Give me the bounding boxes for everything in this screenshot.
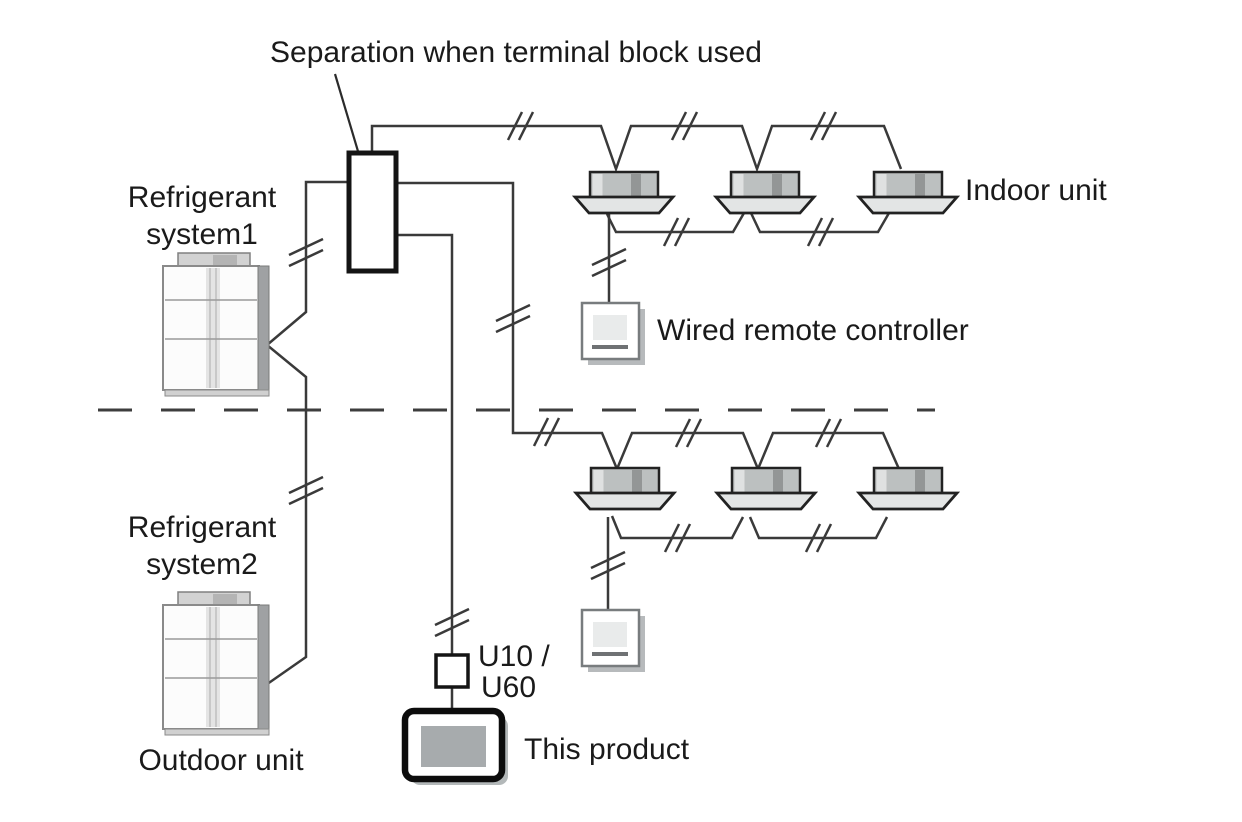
wire-break-mark-icon — [591, 247, 627, 267]
u10-u60-connector-icon — [434, 653, 470, 689]
wire-break-mark-icon — [288, 475, 324, 495]
indoor-unit-label: Indoor unit — [965, 174, 1107, 207]
wire-row2-feed — [396, 181, 901, 473]
wire-break-mark-icon — [820, 111, 838, 141]
separation-leader-line — [333, 73, 362, 159]
wire-break-mark-icon — [590, 561, 626, 581]
connector-label-line1: U10 / — [478, 640, 550, 673]
indoor-cassette-unit-icon — [857, 466, 959, 511]
wire-break-mark-icon — [434, 618, 470, 638]
wire-row1-feed — [370, 124, 903, 173]
wire-break-mark-icon — [495, 303, 531, 323]
wire-break-mark-icon — [674, 418, 692, 448]
wire-row1-link-2-3 — [749, 212, 891, 234]
indoor-cassette-unit-icon — [857, 170, 959, 215]
touch-controller-product-icon — [401, 707, 508, 785]
outdoor-unit-icon — [162, 591, 270, 736]
wire-break-mark-icon — [817, 217, 835, 247]
wire-break-mark-icon — [663, 523, 681, 553]
wire-break-mark-icon — [495, 314, 531, 334]
wire-break-mark-icon — [670, 111, 688, 141]
wire-break-mark-icon — [517, 111, 535, 141]
outdoor-unit-icon — [162, 252, 270, 397]
connector-label-line2: U60 — [481, 671, 536, 704]
wire-break-marks — [288, 111, 843, 638]
refrigerant-system2-label-line2: system2 — [146, 548, 258, 581]
wire-break-mark-icon — [288, 248, 324, 268]
wire-break-mark-icon — [662, 217, 680, 247]
wire-break-mark-icon — [809, 111, 827, 141]
refrigerant-system1-label-line2: system1 — [146, 218, 258, 251]
wire-break-mark-icon — [804, 523, 822, 553]
wired-remote-controller-label: Wired remote controller — [657, 314, 969, 347]
wire-break-mark-icon — [806, 217, 824, 247]
refrigerant-system1-label-line1: Refrigerant — [128, 181, 277, 214]
indoor-cassette-unit-icon — [573, 170, 675, 215]
wire-break-mark-icon — [288, 237, 324, 257]
wire-break-mark-icon — [825, 418, 843, 448]
wire-break-mark-icon — [673, 217, 691, 247]
wire-break-mark-icon — [814, 418, 832, 448]
wire-break-mark-icon — [591, 258, 627, 278]
wire-row2-link-2-3 — [748, 516, 889, 540]
wire-break-mark-icon — [288, 486, 324, 506]
refrigerant-system2-label-line1: Refrigerant — [128, 511, 277, 544]
wire-break-mark-icon — [434, 607, 470, 627]
wire-break-mark-icon — [815, 523, 833, 553]
indoor-cassette-unit-icon — [715, 466, 817, 511]
separation-label: Separation when terminal block used — [270, 36, 762, 69]
wire-break-mark-icon — [532, 417, 550, 447]
wire-product-upper — [396, 233, 454, 654]
terminal-block-icon — [346, 150, 399, 274]
this-product-label: This product — [524, 733, 690, 766]
wire-break-mark-icon — [681, 111, 699, 141]
wired-remote-controller-icon — [580, 301, 647, 367]
indoor-cassette-unit-icon — [574, 466, 676, 511]
wire-break-mark-icon — [543, 417, 561, 447]
wire-row2-link-1-2 — [610, 515, 745, 540]
wire-row1-link-1-2 — [605, 212, 746, 234]
outdoor-unit-label: Outdoor unit — [138, 744, 304, 777]
wire-break-mark-icon — [685, 418, 703, 448]
wire-break-mark-icon — [506, 111, 524, 141]
wire-break-mark-icon — [674, 523, 692, 553]
wire-break-mark-icon — [590, 550, 626, 570]
wired-remote-controller-icon — [580, 608, 647, 674]
indoor-cassette-unit-icon — [714, 170, 816, 215]
